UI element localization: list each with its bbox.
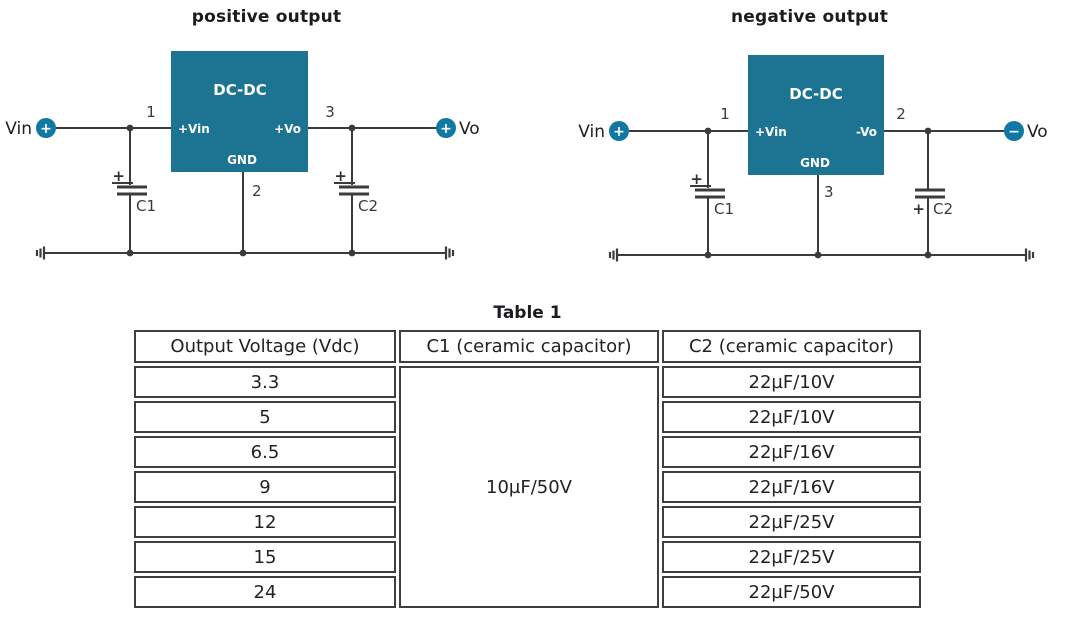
capacitor-c2: + C2	[912, 131, 953, 255]
capacitor-c1: + C1	[690, 131, 734, 255]
table-title: Table 1	[493, 303, 562, 323]
pin-3-number: 3	[325, 103, 335, 121]
block-pin-gnd-label: GND	[227, 153, 257, 167]
output-terminal: + Vo	[436, 118, 480, 139]
column-header-c1: C1 (ceramic capacitor)	[399, 330, 659, 363]
pin-1-number: 1	[720, 105, 730, 123]
block-pin-vo-label: +Vo	[274, 122, 301, 136]
negative-circuit-svg: Vin + DC-DC +Vin -Vo GND 1 2 3 +	[578, 55, 1048, 262]
vo-polarity: +	[440, 121, 452, 137]
table-cell-vout: 3.3	[134, 366, 396, 398]
vin-label: Vin	[578, 122, 605, 142]
table-cell-vout: 12	[134, 506, 396, 538]
input-terminal: Vin +	[578, 121, 629, 142]
vin-polarity: +	[613, 124, 625, 140]
dc-dc-block: DC-DC +Vin +Vo GND	[171, 51, 308, 172]
pin-2-number: 2	[896, 105, 906, 123]
pin-2-number: 2	[252, 182, 262, 200]
pin-3-number: 3	[824, 183, 834, 201]
junction-dots	[704, 127, 932, 259]
ground-symbol-left	[608, 248, 619, 262]
table-cell-c2: 22µF/25V	[662, 506, 921, 538]
block-label: DC-DC	[789, 85, 843, 103]
table-cell-c2: 22µF/50V	[662, 576, 921, 608]
c2-label: C2	[933, 200, 953, 218]
column-header-c2: C2 (ceramic capacitor)	[662, 330, 921, 363]
pin-numbers: 1 2 3	[720, 105, 906, 201]
c1-polarity: +	[112, 167, 125, 185]
output-terminal: − Vo	[1004, 121, 1048, 142]
table-cell-c2: 22µF/10V	[662, 401, 921, 433]
block-pin-gnd-label: GND	[800, 156, 830, 170]
table-cell-c2: 22µF/25V	[662, 541, 921, 573]
wires	[617, 130, 1026, 256]
block-body	[748, 55, 884, 175]
block-pin-vin-label: +Vin	[178, 122, 210, 136]
table-cell-c2: 22µF/10V	[662, 366, 921, 398]
negative-circuit-title: negative output	[730, 7, 889, 27]
positive-circuit-title: positive output	[191, 7, 342, 27]
table-cell-vout: 5	[134, 401, 396, 433]
c1-label: C1	[714, 200, 734, 218]
junction-dots	[126, 124, 356, 257]
c2-polarity: +	[334, 167, 347, 185]
block-label: DC-DC	[213, 81, 267, 99]
c1-label: C1	[136, 197, 156, 215]
input-terminal: Vin +	[5, 118, 56, 139]
ground-symbol-left	[35, 246, 46, 260]
column-header-output-voltage: Output Voltage (Vdc)	[134, 330, 396, 363]
capacitor-selection-table: Output Voltage (Vdc) C1 (ceramic capacit…	[134, 330, 921, 608]
block-body	[171, 51, 308, 172]
table-cell-vout: 6.5	[134, 436, 396, 468]
capacitor-c1: + C1	[112, 128, 156, 253]
pin-1-number: 1	[146, 103, 156, 121]
block-pin-vin-label: +Vin	[755, 125, 787, 139]
pin-numbers: 1 3 2	[146, 103, 335, 200]
c2-label: C2	[358, 197, 378, 215]
negative-output-circuit: negative output Vin + DC-DC +Vin -Vo GND…	[533, 0, 1066, 290]
table-cell-vout: 15	[134, 541, 396, 573]
positive-output-circuit: positive output Vin + DC-DC +Vin +Vo GND…	[0, 0, 533, 290]
table-cell-c2: 22µF/16V	[662, 471, 921, 503]
table-cell-vout: 24	[134, 576, 396, 608]
vin-label: Vin	[5, 119, 32, 139]
vo-label: Vo	[459, 119, 480, 139]
vo-plus-terminal-icon	[436, 118, 456, 138]
table-cell-c1-value: 10µF/50V	[399, 366, 659, 608]
vo-label: Vo	[1027, 122, 1048, 142]
vo-polarity: −	[1008, 124, 1020, 140]
ground-symbol-right	[1024, 248, 1035, 262]
ground-symbol-right	[444, 246, 455, 260]
dc-dc-block: DC-DC +Vin -Vo GND	[748, 55, 884, 175]
table-cell-c2: 22µF/16V	[662, 436, 921, 468]
c2-polarity: +	[912, 200, 925, 218]
capacitor-c2: + C2	[334, 128, 378, 253]
positive-circuit-svg: Vin + DC-DC +Vin +Vo GND 1 3 2 +	[5, 51, 480, 260]
vin-plus-terminal-icon	[36, 118, 56, 138]
table-cell-vout: 9	[134, 471, 396, 503]
vo-minus-terminal-icon	[1004, 121, 1024, 141]
c1-polarity: +	[690, 170, 703, 188]
block-pin-vo-label: -Vo	[856, 125, 877, 139]
vin-plus-terminal-icon	[609, 121, 629, 141]
vin-polarity: +	[40, 121, 52, 137]
